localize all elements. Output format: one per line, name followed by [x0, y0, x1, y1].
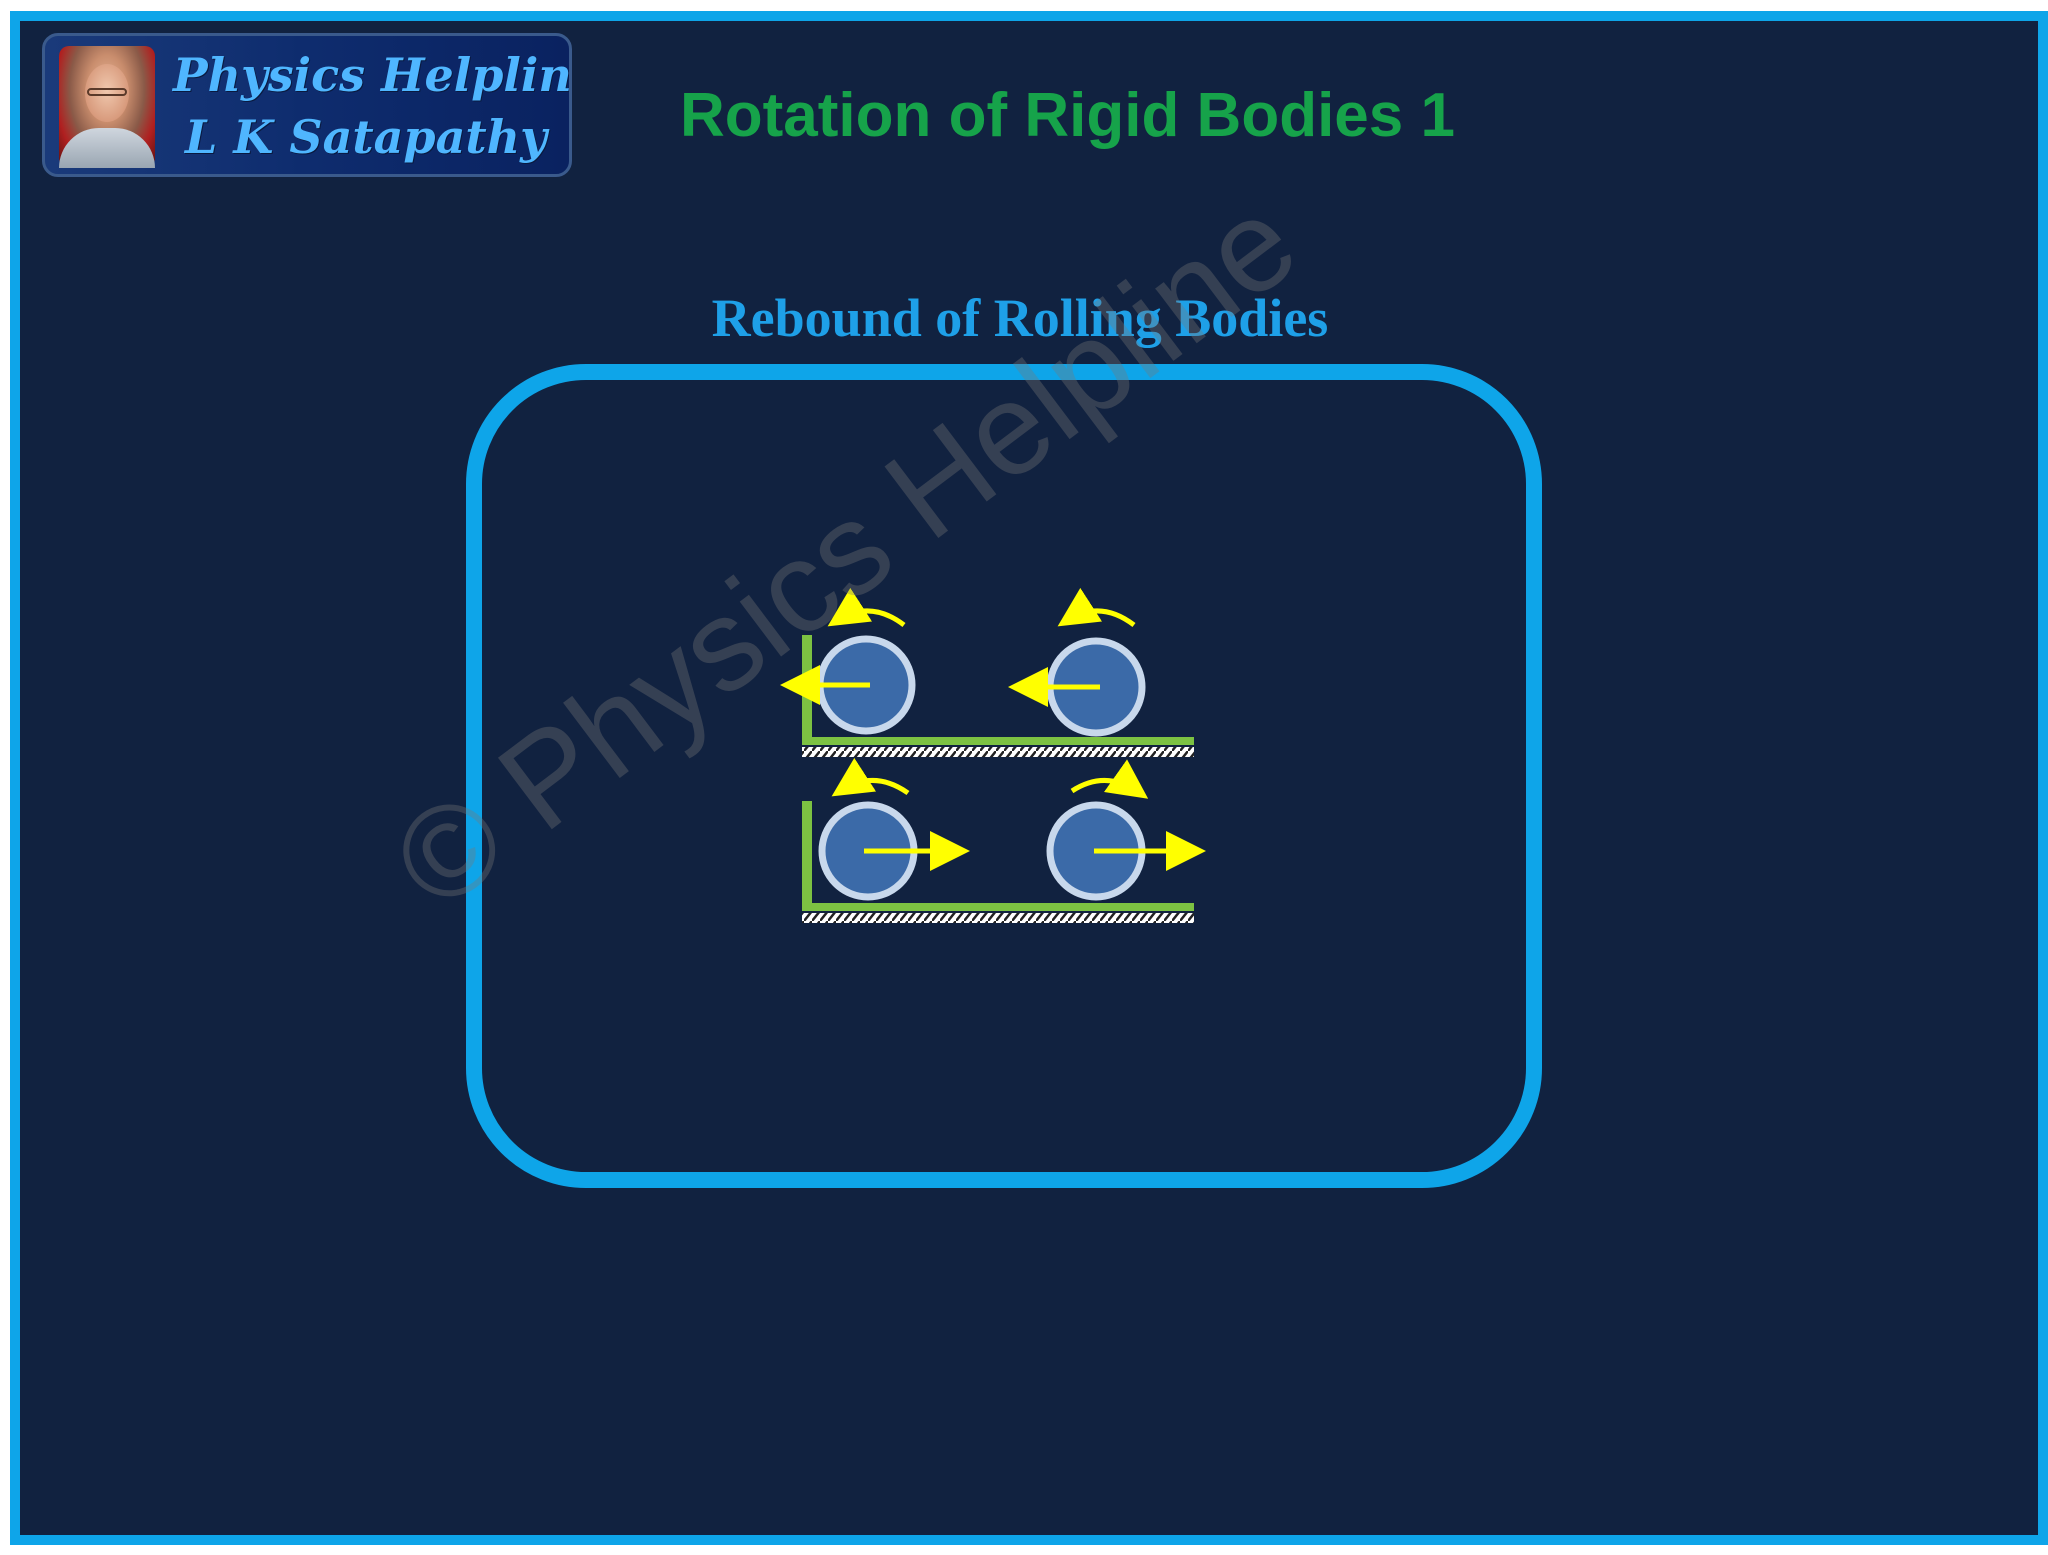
ball-rebounding	[818, 757, 970, 901]
slide-title: Rotation of Rigid Bodies 1	[680, 81, 1455, 150]
ground-surface	[802, 737, 1194, 745]
panel-after-impact	[802, 757, 1206, 923]
slide: Physics Helpline L K Satapathy Rotation …	[10, 11, 2048, 1545]
logo-text-line2: L K Satapathy	[185, 110, 547, 164]
author-portrait	[59, 46, 155, 168]
ball-rolling-away	[1046, 759, 1206, 901]
logo-text-line1: Physics Helpline	[173, 48, 572, 102]
ground-hatch	[802, 747, 1194, 757]
wall-surface	[802, 801, 812, 909]
wall-surface	[802, 635, 812, 743]
rotation-arrow	[827, 587, 906, 628]
panel-before-impact	[780, 587, 1194, 757]
section-subtitle: Rebound of Rolling Bodies	[711, 288, 1329, 348]
diagram-frame	[466, 364, 1542, 1188]
ball-approaching	[1008, 587, 1146, 737]
ground-hatch	[802, 913, 1194, 923]
ball-at-wall	[780, 587, 916, 735]
logo-badge: Physics Helpline L K Satapathy	[42, 33, 572, 177]
rotation-arrow	[831, 757, 910, 797]
rebound-diagram	[780, 587, 1206, 923]
rotation-arrow	[1070, 759, 1149, 799]
ground-surface	[802, 903, 1194, 911]
rotation-arrow	[1057, 587, 1136, 628]
